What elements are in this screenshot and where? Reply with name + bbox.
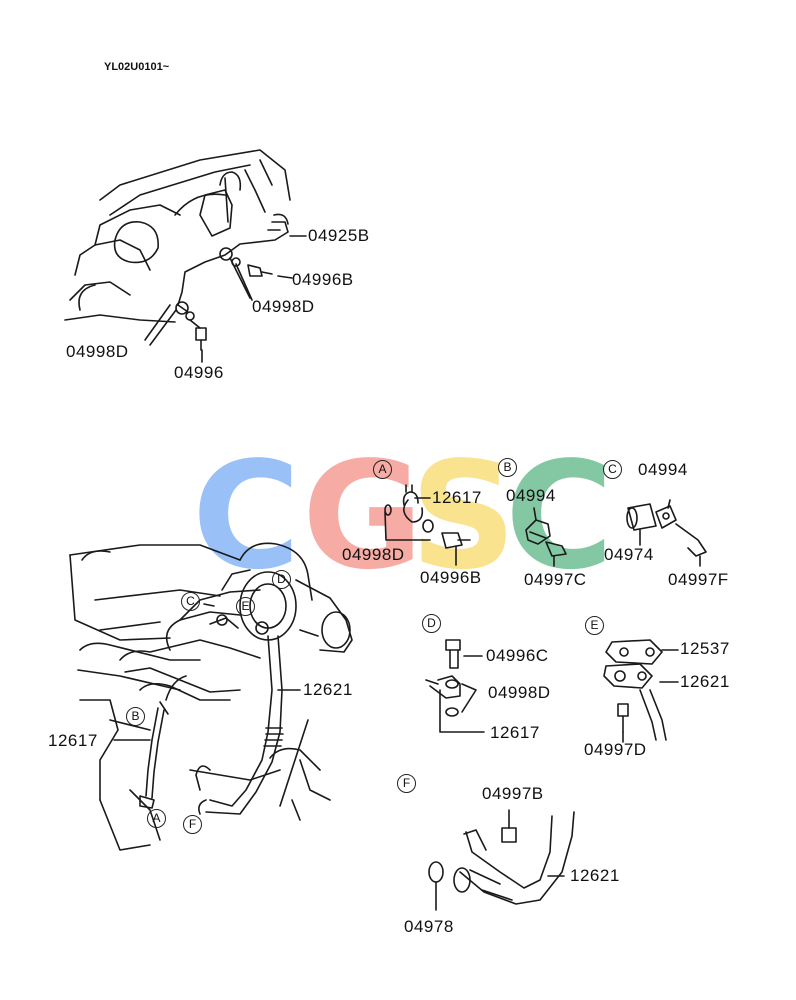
detail-a-drawing <box>384 484 471 566</box>
detail-f-drawing <box>428 809 575 911</box>
callout-d-detail: D <box>422 614 441 633</box>
part-label-04994-detail-b: 04994 <box>506 486 556 505</box>
callout-b-main: B <box>126 707 145 726</box>
watermark-letter-c1: C <box>192 430 301 602</box>
part-label-04997b: 04997B <box>482 784 544 803</box>
callout-b-detail: B <box>498 458 517 477</box>
part-label-12621-detail-f: 12621 <box>570 866 620 885</box>
part-label-04998d-detail-a: 04998D <box>342 545 405 564</box>
callout-f-main: F <box>183 815 202 834</box>
detail-c-drawing <box>626 499 707 567</box>
part-label-04996b-detail-a: 04996B <box>420 568 482 587</box>
part-label-04996b-top: 04996B <box>292 270 354 289</box>
callout-f-detail: F <box>397 774 416 793</box>
callout-e-detail: E <box>585 616 604 635</box>
diagram-code: YL02U0101~ <box>104 61 170 73</box>
watermark-letter-g: G <box>302 430 424 602</box>
part-label-04925b: 04925B <box>308 226 370 245</box>
part-label-12617-detail-a: 12617 <box>432 488 482 507</box>
part-label-12537: 12537 <box>680 639 730 658</box>
watermark-letter-c2: C <box>505 430 614 602</box>
part-label-04998d-detail-d: 04998D <box>488 683 551 702</box>
part-label-12621-detail-e: 12621 <box>680 672 730 691</box>
detail-b-drawing <box>525 507 567 567</box>
callout-a-main: A <box>147 809 166 828</box>
part-label-12617-main: 12617 <box>48 731 98 750</box>
part-label-04998d-top-left: 04998D <box>66 342 129 361</box>
detail-d-drawing <box>425 639 485 733</box>
part-label-04994-detail-c: 04994 <box>638 460 688 479</box>
part-label-04997d: 04997D <box>584 740 647 759</box>
callout-c-main: C <box>181 592 200 611</box>
part-label-12621-main: 12621 <box>303 680 353 699</box>
callout-c-detail: C <box>603 460 622 479</box>
part-label-04996c: 04996C <box>486 646 549 665</box>
part-label-04997f: 04997F <box>668 570 729 589</box>
part-label-04998d-top-right: 04998D <box>252 297 315 316</box>
callout-d-main: D <box>272 570 291 589</box>
detail-e-drawing <box>603 639 679 743</box>
part-label-04978: 04978 <box>404 917 454 936</box>
part-label-04997c: 04997C <box>524 570 587 589</box>
callout-e-main: E <box>236 597 255 616</box>
callout-a-detail: A <box>373 460 392 479</box>
part-label-04974: 04974 <box>604 545 654 564</box>
part-label-04996: 04996 <box>174 363 224 382</box>
part-label-12617-detail-d: 12617 <box>490 723 540 742</box>
top-engine-drawing <box>64 149 307 363</box>
